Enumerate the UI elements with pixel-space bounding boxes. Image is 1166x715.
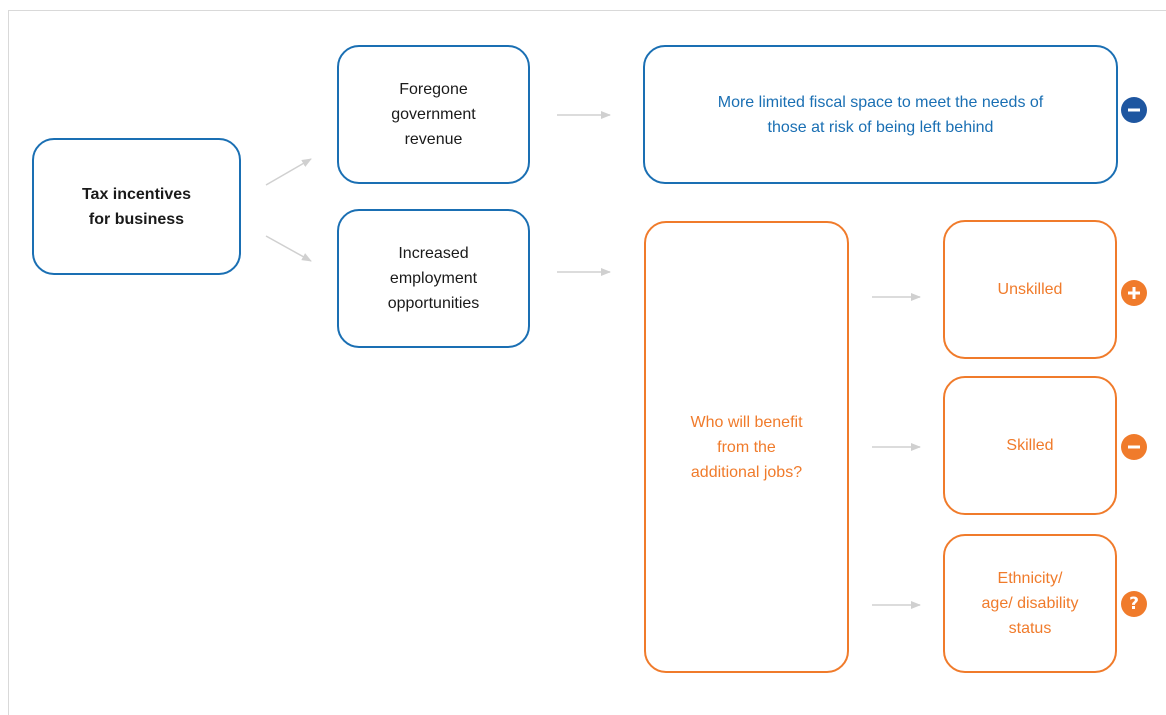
question-icon: ? — [1121, 591, 1147, 617]
minus-icon — [1121, 97, 1147, 123]
question-glyph: ? — [1129, 593, 1139, 614]
node-skilled: Skilled — [943, 376, 1117, 515]
node-foregone-revenue: Foregone government revenue — [337, 45, 530, 184]
minus-icon — [1121, 434, 1147, 460]
node-fiscal-space: More limited fiscal space to meet the ne… — [643, 45, 1118, 184]
node-increased-employment: Increased employment opportunities — [337, 209, 530, 348]
diagram-frame — [8, 10, 1166, 715]
node-who-benefits: Who will benefit from the additional job… — [644, 221, 849, 673]
node-ethnicity: Ethnicity/ age/ disability status — [943, 534, 1117, 673]
node-tax-incentives: Tax incentives for business — [32, 138, 241, 275]
plus-icon — [1121, 280, 1147, 306]
node-unskilled: Unskilled — [943, 220, 1117, 359]
